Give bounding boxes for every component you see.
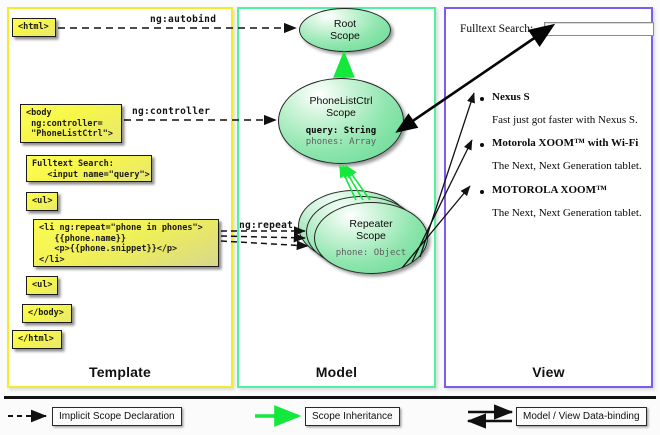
template-box-fulltext-search[interactable]: Fulltext Search: <input name="query">: [26, 155, 152, 182]
legend-label-model-view-data-binding: Model / View Data-binding: [516, 407, 647, 426]
view-item-desc: The Next, Next Generation tablet.: [492, 207, 642, 219]
scope-phonelistctrl-line1: PhoneListCtrl: [309, 94, 373, 107]
view-list-bullet: [480, 97, 484, 101]
edge-label-ng-autobind: ng:autobind: [150, 14, 217, 25]
edge-label-ng-repeat: ng:repeat: [239, 220, 294, 231]
scope-repeater-line2: Scope: [356, 229, 386, 242]
legend-label-scope-inheritance: Scope Inheritance: [305, 407, 400, 426]
scope-phonelistctrl[interactable]: PhoneListCtrl Scope query: String phones…: [278, 78, 404, 164]
edge-label-ng-controller: ng:controller: [132, 106, 211, 117]
template-box-li-ngrepeat[interactable]: <li ng:repeat="phone in phones"> {{phone…: [33, 219, 219, 267]
template-box-ul-close[interactable]: <ul>: [26, 276, 58, 295]
view-list-bullet: [480, 190, 484, 194]
scope-repeater-line1: Repeater: [349, 217, 393, 230]
view-item-desc: Fast just got faster with Nexus S.: [492, 114, 638, 126]
scope-phonelistctrl-prop-phones: phones: Array: [305, 136, 377, 147]
scope-phonelistctrl-line2: Scope: [326, 106, 356, 119]
template-box-body-controller[interactable]: <body ng:controller= "PhoneListCtrl">: [20, 104, 122, 143]
view-search-label: Fulltext Search:: [460, 23, 534, 35]
view-list-bullet: [480, 143, 484, 147]
template-box-html-open[interactable]: <html>: [12, 18, 56, 37]
template-box-ul-open[interactable]: <ul>: [26, 192, 58, 211]
scope-root[interactable]: Root Scope: [299, 8, 391, 52]
scope-phonelistctrl-prop-query: query: String: [305, 125, 377, 136]
scope-repeater-prop-phone: phone: Object: [335, 247, 407, 258]
view-item-desc: The Next, Next Generation tablet.: [492, 160, 642, 172]
view-item-name: MOTOROLA XOOM™: [492, 184, 607, 196]
template-box-body-close[interactable]: </body>: [22, 304, 72, 323]
scope-root-line1: Root: [333, 18, 357, 30]
view-column-label: View: [532, 364, 565, 380]
scope-root-line2: Scope: [330, 30, 360, 42]
view-item-name: Nexus S: [492, 91, 530, 103]
legend-label-implicit-scope-declaration: Implicit Scope Declaration: [52, 407, 182, 426]
view-search-input[interactable]: [544, 22, 654, 36]
legend-divider: [4, 396, 656, 399]
view-column: View Fulltext Search: Nexus S Fast just …: [444, 7, 654, 388]
template-box-html-close[interactable]: </html>: [12, 330, 62, 349]
template-column-label: Template: [88, 364, 152, 380]
scope-repeater[interactable]: Repeater Scope phone: Object: [314, 202, 428, 274]
view-item-name: Motorola XOOM™ with Wi-Fi: [492, 137, 639, 149]
model-column-label: Model: [315, 364, 358, 380]
